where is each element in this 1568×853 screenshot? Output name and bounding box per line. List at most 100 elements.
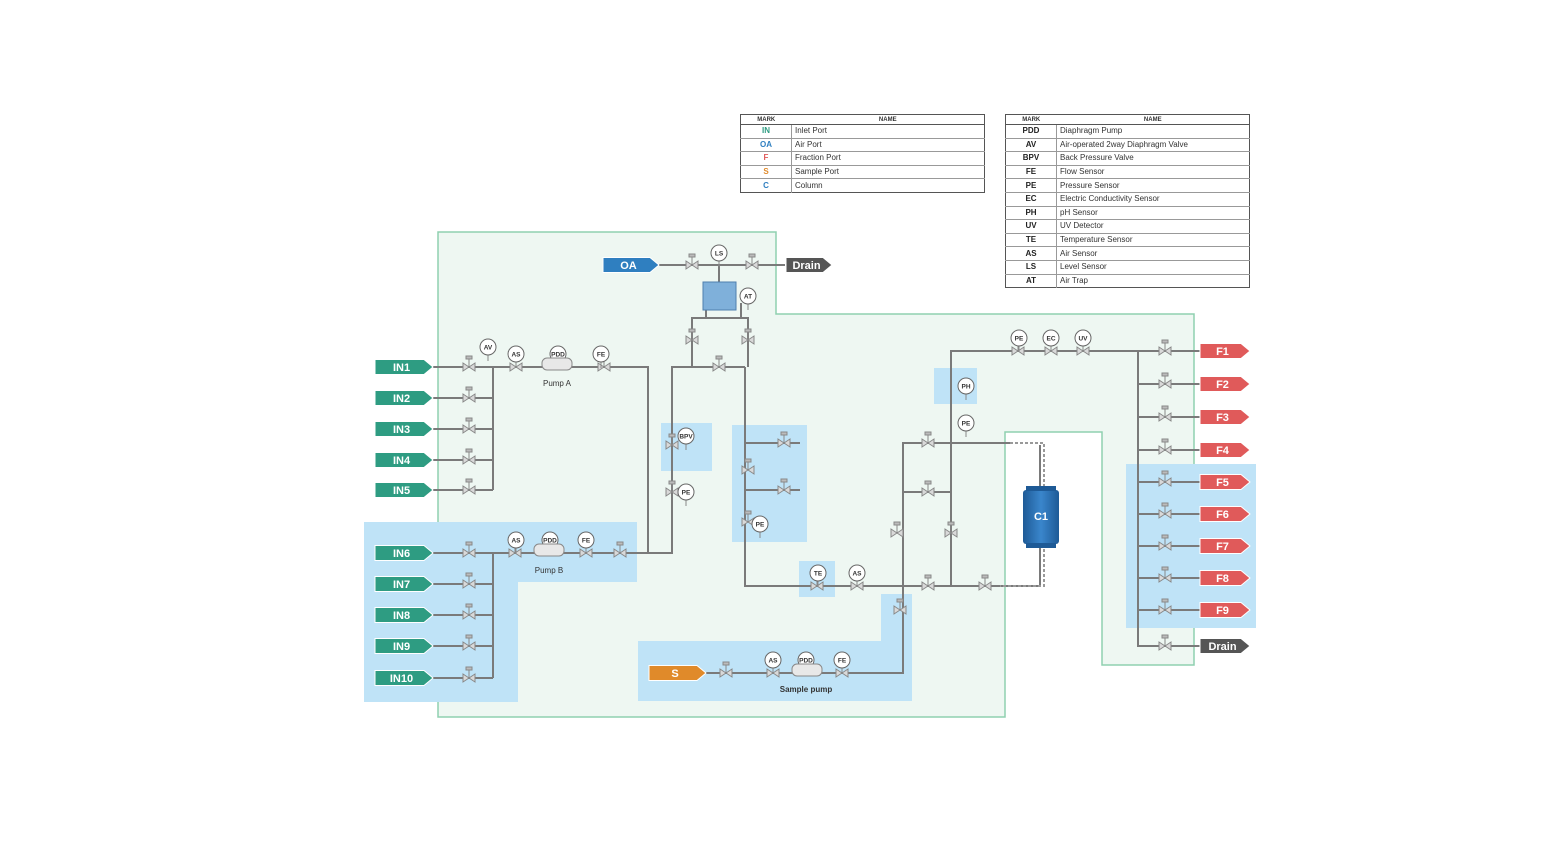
port-legend-name: Air Port: [791, 137, 985, 152]
valve: [1158, 372, 1172, 389]
inlet-port-label: IN1: [393, 362, 410, 374]
instrument-legend-mark: AT: [1005, 273, 1057, 288]
inlet-port-label: IN4: [393, 455, 411, 467]
instrument-tag: BPV: [677, 427, 695, 450]
inlet-port-label: IN9: [393, 641, 410, 653]
instrument-legend-name: Back Pressure Valve: [1056, 151, 1250, 166]
valve: [944, 521, 958, 538]
valve: [685, 253, 699, 270]
valve: [777, 431, 791, 448]
drain-port: Drain: [785, 257, 833, 273]
valve: [741, 458, 755, 475]
air-trap: [702, 281, 737, 311]
instrument-legend-name: pH Sensor: [1056, 205, 1250, 220]
inlet-port: IN8: [374, 607, 434, 623]
inlet-port-label: IN5: [393, 485, 410, 497]
option-zone-pump-b: [364, 522, 637, 702]
port-legend-mark: C: [740, 178, 792, 193]
instrument-tag: AS: [764, 651, 782, 674]
instrument-tag: AS: [507, 345, 525, 368]
fraction-port: F8: [1199, 570, 1251, 586]
valve: [1158, 598, 1172, 615]
valve: [1158, 566, 1172, 583]
port-legend-mark: F: [740, 151, 792, 166]
inlet-port: IN6: [374, 545, 434, 561]
fraction-port: F5: [1199, 474, 1251, 490]
instrument-tag: FE: [577, 531, 595, 554]
valve: [462, 448, 476, 465]
instrument-tag: AT: [739, 287, 757, 310]
inlet-port-label: IN8: [393, 610, 410, 622]
instrument-tag-label: PDD: [551, 352, 565, 359]
column-label: C1: [1034, 511, 1048, 523]
valve: [745, 253, 759, 270]
sample-port: S: [648, 665, 707, 681]
valve: [462, 355, 476, 372]
valve: [921, 480, 935, 497]
pump-a-body: [541, 357, 573, 371]
instrument-tag: FE: [833, 651, 851, 674]
valve: [1158, 405, 1172, 422]
fraction-port-label: F2: [1216, 379, 1229, 391]
instrument-tag-label: FE: [838, 658, 847, 665]
port-legend-name: Column: [791, 178, 985, 193]
instrument-legend-mark: LS: [1005, 259, 1057, 275]
instrument-tag-label: FE: [597, 352, 606, 359]
sample-pump-body: [791, 663, 823, 677]
instrument-tag-label: LS: [715, 251, 724, 258]
instrument-tag: AS: [507, 531, 525, 554]
valve: [712, 355, 726, 372]
valve: [665, 433, 679, 450]
valves: [462, 253, 1172, 683]
instrument-legend-name: Air-operated 2way Diaphragm Valve: [1056, 137, 1250, 152]
drain-port-label: Drain: [1208, 641, 1236, 653]
port-legend-name: Sample Port: [791, 164, 985, 179]
instrument-legend-name: Level Sensor: [1056, 259, 1250, 275]
fraction-port: F9: [1199, 602, 1251, 618]
pump-a-label: Pump A: [543, 379, 572, 388]
valve: [462, 634, 476, 651]
fraction-port-label: F5: [1216, 477, 1229, 489]
instrument-legend-mark: FE: [1005, 164, 1057, 179]
fraction-port-label: F7: [1216, 541, 1229, 553]
valve: [893, 598, 907, 615]
inlet-port-label: IN10: [390, 673, 413, 685]
instrument-tag-label: EC: [1046, 336, 1055, 343]
instrument-legend-name: Flow Sensor: [1056, 164, 1250, 179]
valve: [921, 431, 935, 448]
inlet-port-label: IN2: [393, 393, 410, 405]
valve: [1158, 438, 1172, 455]
instrument-tag-label: PDD: [543, 538, 557, 545]
valve: [978, 574, 992, 591]
inlet-port: IN2: [374, 390, 434, 406]
air-port: OA: [602, 257, 660, 273]
drain-port-label: Drain: [792, 260, 820, 272]
fraction-port-label: F6: [1216, 509, 1229, 521]
fraction-port-label: F1: [1216, 346, 1229, 358]
pump-b-label: Pump B: [535, 566, 563, 575]
instrument-tag: UV: [1074, 329, 1092, 352]
fraction-port-label: F8: [1216, 573, 1229, 585]
pumps: [533, 357, 823, 677]
instrument-legend-name: Pressure Sensor: [1056, 178, 1250, 193]
port-legend-name: Fraction Port: [791, 151, 985, 166]
instrument-tag-label: FE: [582, 538, 591, 545]
valve: [921, 574, 935, 591]
valve: [685, 328, 699, 345]
instrument-legend-mark: BPV: [1005, 151, 1057, 166]
instrument-legend-mark: EC: [1005, 191, 1057, 207]
instrument-tag-label: PE: [756, 522, 765, 529]
valve: [1158, 534, 1172, 551]
fraction-port-label: F4: [1216, 445, 1230, 457]
